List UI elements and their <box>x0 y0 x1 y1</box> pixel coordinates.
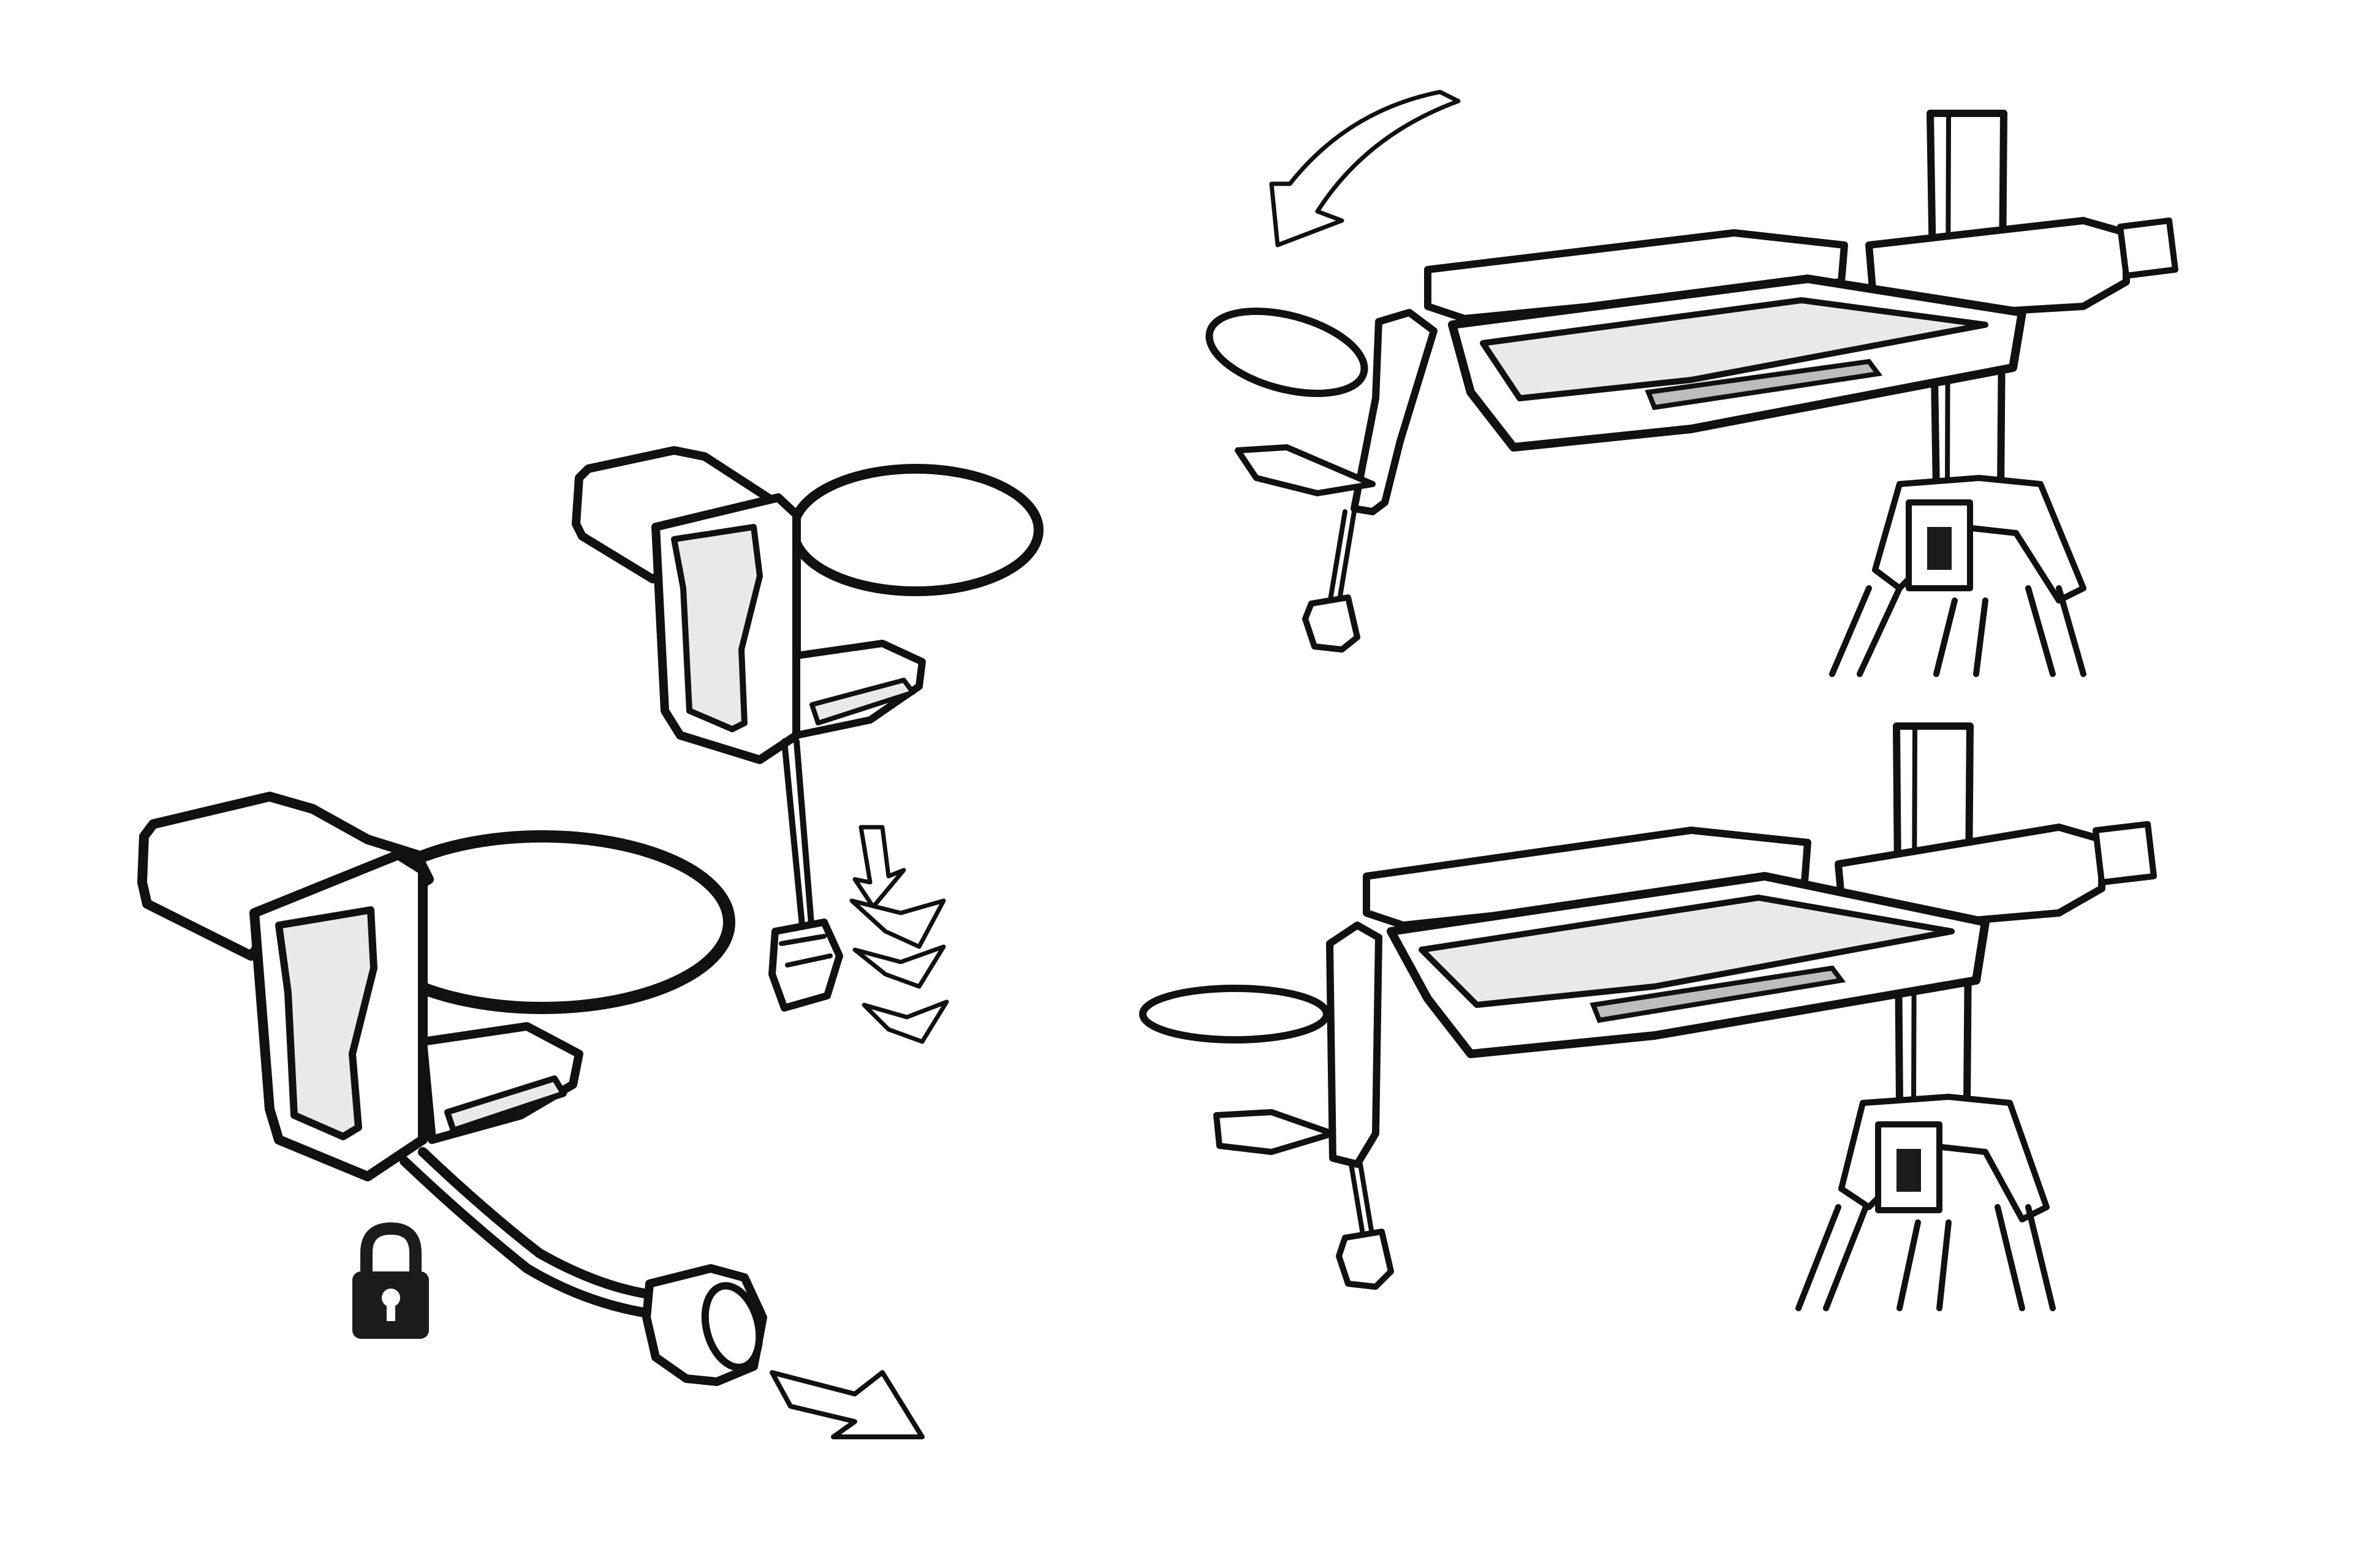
tray-inner-bottom <box>1419 895 1955 1008</box>
tray-clamp-loop-top <box>1205 307 1368 398</box>
tray-inner-top <box>1480 297 1988 401</box>
clamp-large-jaw-pad <box>444 1075 567 1134</box>
clamp-small-knob <box>768 918 843 1012</box>
arm-knob-bottom <box>2093 821 2157 885</box>
tripod-legs-top <box>1829 585 2086 677</box>
arm-knob-top <box>2117 218 2178 279</box>
tripod-head-bottom <box>1838 1094 2050 1222</box>
tray-slot-top <box>1645 358 1883 411</box>
tray-mount-bottom <box>1139 722 2157 1311</box>
clamp-small-jaw-pad <box>809 678 915 725</box>
pull-arrow-icon <box>770 1370 925 1439</box>
clamp-large <box>137 792 767 1386</box>
lock-icon <box>352 1222 429 1339</box>
clamp-large-cable <box>400 1156 661 1319</box>
clamp-small-slot <box>671 524 763 732</box>
tray-mount-top <box>1205 89 2178 677</box>
clamp-large-slot <box>275 906 377 1140</box>
rotate-arrow-icon <box>1269 89 1461 248</box>
clamp-detail-left <box>137 446 1044 1439</box>
tray-slot-bottom <box>1590 965 1846 1023</box>
clamp-small-loop <box>789 464 1044 596</box>
clamp-large-top <box>137 792 434 961</box>
down-arrows-icon <box>849 825 949 1044</box>
clamp-small <box>572 446 1044 1012</box>
tripod-legs-bottom <box>1795 1204 2056 1311</box>
clamp-small-rod <box>781 738 806 934</box>
tray-clamp-loop-bottom <box>1139 985 1330 1043</box>
tray-clamp-bottom <box>1326 922 1382 1168</box>
tray-clamp-top <box>1351 309 1438 515</box>
